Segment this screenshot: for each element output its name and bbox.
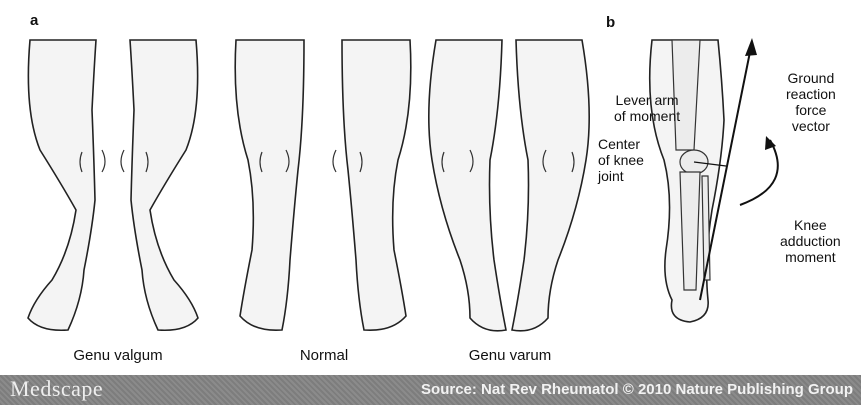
force-vector-arrowhead [745, 38, 757, 56]
source-credit: Source: Nat Rev Rheumatol © 2010 Nature … [421, 381, 853, 398]
knee-leg-diagram [650, 40, 724, 322]
legs-illustration [0, 0, 861, 375]
panel-b-label: b [606, 14, 615, 31]
brand-logo: Medscape [10, 376, 103, 402]
ground-reaction-label: Ground reaction force vector [786, 70, 836, 134]
genu-valgum-legs [28, 40, 198, 330]
caption-normal: Normal [244, 347, 404, 364]
caption-genu-valgum: Genu valgum [38, 347, 198, 364]
knee-adduction-label: Knee adduction moment [780, 217, 841, 265]
normal-legs [235, 40, 411, 330]
genu-varum-legs [429, 40, 589, 331]
caption-genu-varum: Genu varum [430, 347, 590, 364]
adduction-moment-arrow [740, 140, 778, 205]
center-of-knee-label: Center of knee joint [598, 136, 644, 184]
panel-a-label: a [30, 12, 38, 29]
lever-arm-label: Lever arm of moment [614, 92, 680, 124]
footer-bar: Medscape Source: Nat Rev Rheumatol © 201… [0, 375, 861, 405]
